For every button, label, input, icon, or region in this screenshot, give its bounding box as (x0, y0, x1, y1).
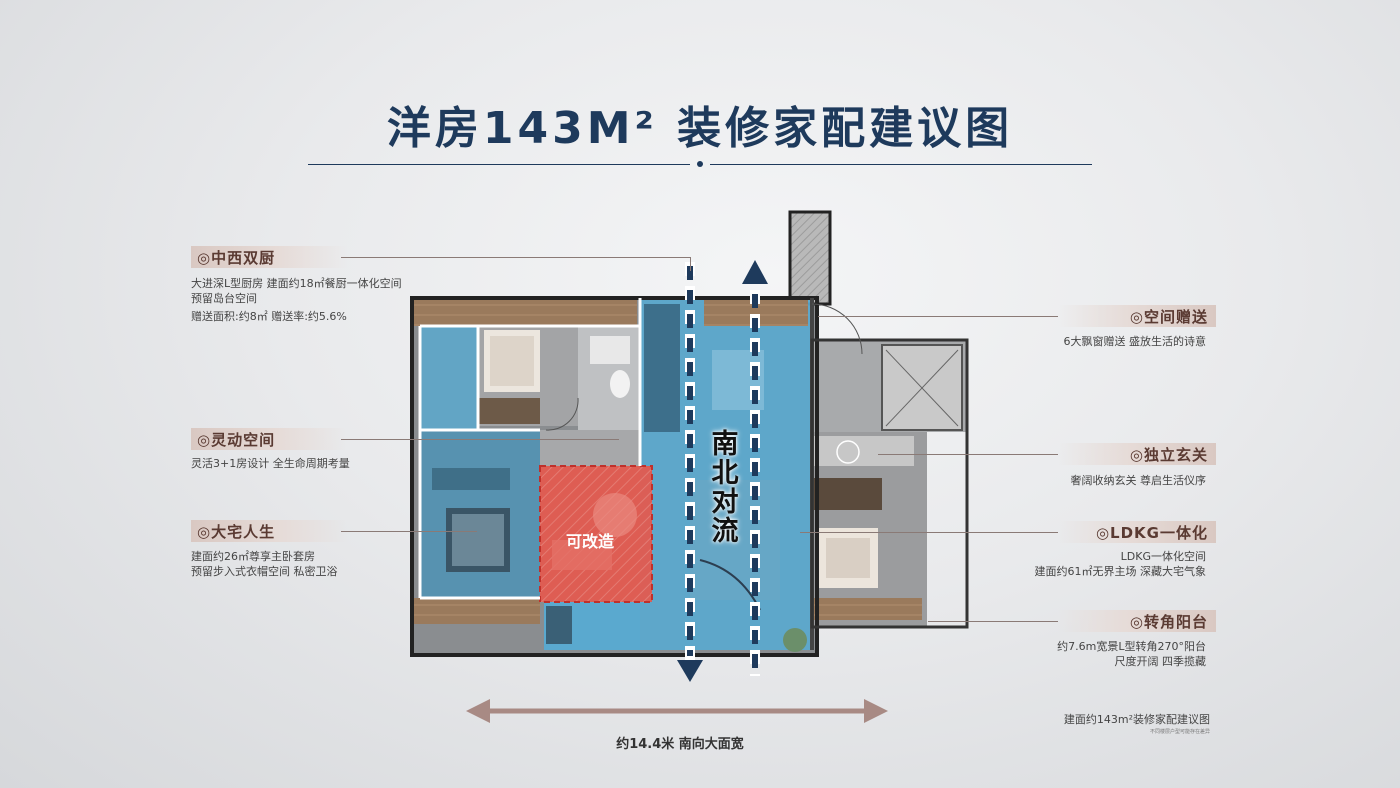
modifiable-zone (540, 466, 652, 602)
callout-balcony-title: ◎转角阳台 (1058, 610, 1216, 632)
callout-kitchen-title: ◎中西双厨 (191, 246, 347, 268)
airflow-arrows (677, 260, 768, 682)
arrow-down-icon (677, 660, 703, 682)
callout-master-desc: 建面约26㎡尊享主卧套房 预留步入式衣帽空间 私密卫浴 (191, 550, 338, 578)
callout-gift-leader (818, 316, 1058, 317)
title-divider-left (308, 164, 690, 165)
page-title: 洋房143M² 装修家配建议图 (386, 103, 1014, 154)
callout-entry-leader (878, 454, 1058, 455)
callout-gift-title: ◎空间赠送 (1058, 305, 1216, 327)
callout-flex-leader (341, 439, 619, 440)
callout-master-title: ◎大宅人生 (191, 520, 347, 542)
width-arrow (466, 699, 888, 723)
callout-kitchen-desc: 大进深L型厨房 建面约18㎡餐厨一体化空间 预留岛台空间 赠送面积:约8㎡ 赠送… (191, 277, 402, 323)
arrow-left-icon (466, 699, 490, 723)
modifiable-label: 可改造 (566, 532, 615, 551)
north-windows (412, 298, 637, 326)
fineprint: 不同楼层户型可能存在差异 (1149, 729, 1210, 735)
callout-gift-desc: 6大飘窗赠送 盛放生活的诗意 (1063, 335, 1207, 348)
callout-ldkg-leader (800, 532, 1058, 533)
callout-master-leader (341, 531, 477, 532)
width-caption: 约14.4米 南向大面宽 (616, 737, 744, 752)
footnote: 建面约143m²装修家配建议图 (1063, 713, 1210, 726)
west-bath (420, 326, 478, 430)
callout-balcony-desc: 约7.6m宽景L型转角270°阳台 尺度开阔 四季揽藏 (1057, 640, 1206, 668)
callout-entry-title: ◎独立玄关 (1058, 443, 1216, 465)
callout-flex-desc: 灵活3+1房设计 全生命周期考量 (191, 457, 350, 470)
callout-flex-title: ◎灵动空间 (191, 428, 347, 450)
callout-entry-desc: 奢阔收纳玄关 尊启生活仪序 (1070, 474, 1207, 487)
arrow-right-icon (864, 699, 888, 723)
callout-balcony-leader (928, 621, 1058, 622)
shaft (788, 210, 832, 306)
title-divider-dot (697, 161, 703, 167)
title-divider-right (710, 164, 1092, 165)
callout-kitchen-leader (341, 257, 690, 258)
airflow-label: 南 北 对 流 (711, 429, 739, 547)
arrow-up-icon (742, 260, 768, 284)
callout-ldkg-title: ◎LDKG一体化 (1058, 521, 1216, 543)
callout-ldkg-desc: LDKG一体化空间 建面约61㎡无界主场 深藏大宅气象 (1034, 550, 1207, 578)
